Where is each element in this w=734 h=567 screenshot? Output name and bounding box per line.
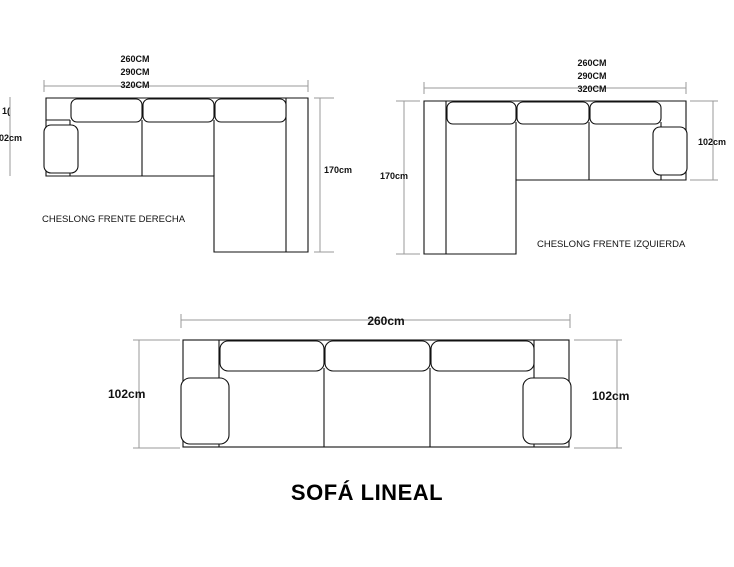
right-chaise-length-label: 170cm: [324, 165, 352, 175]
right-chaise-back-cushion-2: [142, 98, 215, 123]
linear-depth-label-right: 102cm: [592, 389, 629, 403]
linear-back-cushion-2: [324, 340, 431, 372]
right-chaise-outline: [45, 97, 309, 253]
right-chaise-back-cushion-3: [214, 98, 287, 123]
left-chaise-depth-label: 102cm: [698, 137, 726, 147]
left-chaise-length-label: 170cm: [380, 171, 408, 181]
left-chaise-back-cushion-1: [446, 101, 517, 125]
right-chaise-width-2: 290CM: [120, 67, 149, 77]
right-chaise-back-cushion-1: [70, 98, 143, 123]
right-chaise-caption: CHESLONG FRENTE DERECHA: [42, 214, 186, 225]
left-chaise-back-cushion-2: [516, 101, 590, 125]
left-chaise-width-2: 290CM: [577, 71, 606, 81]
linear-width-label: 260cm: [367, 314, 404, 328]
right-chaise-width-3: 320CM: [120, 80, 149, 90]
linear-sofa-diagram: 260cm 102cm 102cm: [108, 314, 629, 449]
right-chaise-depth-label: 102cm: [0, 133, 22, 143]
linear-arm-cushion-right: [522, 377, 572, 445]
left-chaise-diagram: 260CM 290CM 320CM 170cm 102cm CHESLONG F…: [380, 58, 726, 255]
right-chaise-depth-clipped: 1(: [2, 106, 10, 116]
linear-depth-label-left: 102cm: [108, 387, 145, 401]
page-title: SOFÁ LINEAL: [290, 480, 444, 505]
left-chaise-width-3: 320CM: [577, 84, 606, 94]
left-chaise-caption: CHESLONG FRENTE IZQUIERDA: [537, 239, 686, 250]
left-chaise-width-1: 260CM: [577, 58, 606, 68]
linear-back-cushion-1: [219, 340, 325, 372]
left-chaise-back-cushion-3: [589, 101, 662, 125]
right-chaise-diagram: 260CM 290CM 320CM 1( 102cm 170cm CHESLON…: [0, 54, 352, 253]
left-chaise-arm-cushion: [652, 126, 688, 176]
right-chaise-arm-cushion: [43, 124, 79, 174]
linear-back-cushion-3: [430, 340, 535, 372]
linear-arm-cushion-left: [180, 377, 230, 445]
right-chaise-width-1: 260CM: [120, 54, 149, 64]
